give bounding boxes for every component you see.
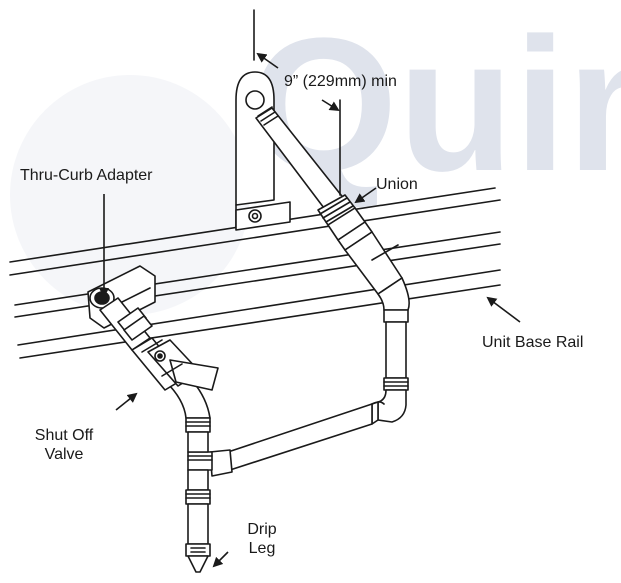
right-elbow	[377, 277, 410, 323]
cross-pipe	[227, 401, 385, 471]
unit-base-rail-label: Unit Base Rail	[482, 334, 584, 351]
arrow-icon	[115, 392, 138, 411]
arrow-icon	[354, 187, 377, 204]
thru-curb-adapter-label: Thru-Curb Adapter	[20, 167, 153, 184]
arrow-icon	[256, 52, 279, 69]
shutoff-label-line2: Valve	[44, 446, 84, 463]
adapter-pipe	[99, 297, 153, 351]
shutoff-valve	[131, 337, 219, 391]
arrow-icon	[486, 296, 521, 323]
shutoff-valve-label: Shut Off Valve	[32, 426, 96, 464]
clearance-dimension	[253, 9, 341, 196]
drip-label-line1: Drip	[247, 521, 277, 538]
arrow-icon	[321, 99, 340, 112]
union-label: Union	[376, 176, 418, 193]
right-vertical-pipe	[377, 321, 409, 423]
watermark-circle	[10, 75, 250, 315]
drip-label-line2: Leg	[248, 540, 276, 557]
clearance-label: 9” (229mm) min	[284, 73, 397, 90]
support-bracket	[235, 71, 291, 231]
watermark: Quima	[10, 0, 621, 315]
shutoff-label-line1: Shut Off	[34, 427, 94, 444]
drip-leg	[185, 469, 211, 573]
drip-leg-label: Drip Leg	[240, 520, 284, 558]
arrow-icon	[212, 551, 229, 568]
